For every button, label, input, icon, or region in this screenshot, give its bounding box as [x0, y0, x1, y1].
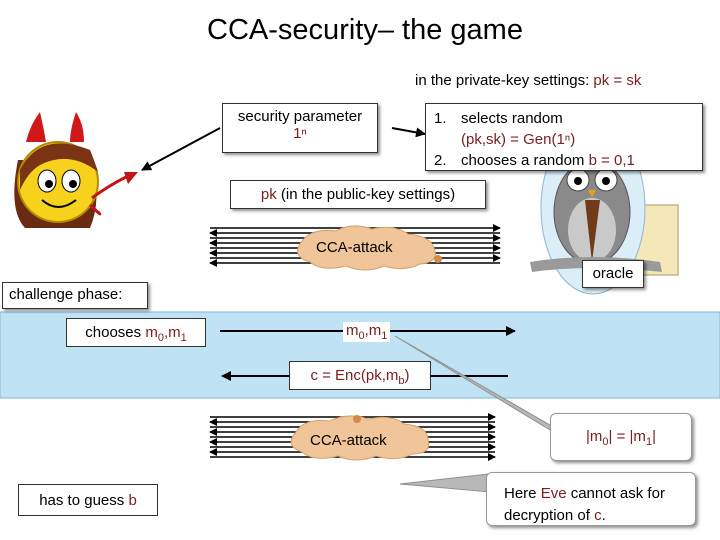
- step-2-number: 2.: [434, 152, 447, 169]
- ciphertext-box: c = Enc(pk,mb): [289, 361, 431, 390]
- chooses-messages-box: chooses m0,m1: [66, 318, 206, 347]
- security-parameter-label: security parameter: [237, 108, 363, 125]
- cca-attack-label-bottom: CCA-attack: [310, 432, 387, 449]
- cca-attack-cloud-top: [297, 225, 436, 271]
- guess-bit: b: [128, 492, 137, 509]
- step-1-number: 1.: [434, 110, 447, 127]
- oracle-label: oracle: [582, 260, 644, 288]
- security-parameter-box: security parameter 1ⁿ: [222, 103, 378, 153]
- ciphertext-label: c = Enc(pk,mb): [310, 367, 410, 387]
- page-title: CCA-security– the game: [207, 14, 523, 46]
- equal-length-callout: |m0| = |m1|: [550, 413, 692, 461]
- cloud-dot-bottom: [353, 415, 361, 423]
- security-parameter-value: 1ⁿ: [293, 125, 307, 142]
- eve-restriction-note: Here Eve cannot ask for decryption of c.: [486, 472, 696, 526]
- step-2-bit: b = 0,1: [588, 152, 635, 169]
- cca-attack-cloud-bottom: [290, 415, 430, 461]
- oracle-steps-box: 1. selects random (pk,sk) = Gen(1ⁿ) 2. cho…: [425, 103, 703, 171]
- chooses-text: chooses: [85, 324, 146, 341]
- public-key-box: pk (in the public-key settings): [230, 180, 486, 209]
- ciphertext-symbol: c: [594, 507, 602, 524]
- chooses-m0: m0,m1: [145, 324, 187, 344]
- guess-text: has to guess: [39, 492, 129, 509]
- arrow-to-eve: [141, 127, 221, 171]
- public-key-symbol: pk: [260, 186, 277, 203]
- step-2-text: chooses a random: [461, 152, 589, 169]
- step-1-text: selects random: [461, 110, 563, 127]
- private-key-note: in the private-key settings: pk = sk: [415, 72, 641, 89]
- pk-equals-sk: pk = sk: [593, 72, 642, 89]
- eve-devil-icon: [14, 112, 138, 228]
- messages-label: m0,m1: [343, 322, 391, 342]
- private-key-note-text: in the private-key settings:: [415, 72, 594, 89]
- cloud-dot-top: [434, 255, 442, 263]
- eve-name: Eve: [540, 485, 567, 502]
- callout-pointer-note: [399, 473, 491, 493]
- cca-attack-label-top: CCA-attack: [316, 239, 393, 256]
- challenge-phase-label: challenge phase:: [2, 282, 148, 309]
- step-1-gen: (pk,sk) = Gen(1ⁿ): [461, 131, 576, 148]
- equal-length-text: |m0| = |m1|: [586, 428, 656, 448]
- arrow-to-oracle: [391, 127, 426, 138]
- guess-box: has to guess b: [18, 484, 158, 516]
- public-key-note: (in the public-key settings): [276, 186, 456, 203]
